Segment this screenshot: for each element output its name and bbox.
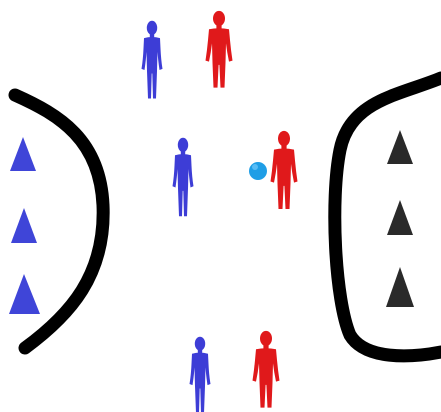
right-zone-boundary	[335, 78, 441, 356]
red-player-icon	[253, 331, 280, 408]
blue-cone-icon	[10, 137, 36, 171]
blue-player-icon	[142, 21, 163, 99]
blue-cone-icon	[9, 274, 40, 314]
ball-highlight	[252, 164, 258, 170]
blue-player-icon	[173, 138, 194, 216]
blue-cone-icon	[11, 208, 37, 243]
ball-icon	[249, 162, 267, 180]
black-cone-icon	[387, 200, 413, 235]
blue-player-icon	[190, 337, 211, 412]
red-player-icon	[271, 131, 298, 209]
black-cone-icon	[387, 130, 413, 164]
red-player-icon	[206, 11, 233, 88]
black-cone-icon	[386, 267, 414, 307]
